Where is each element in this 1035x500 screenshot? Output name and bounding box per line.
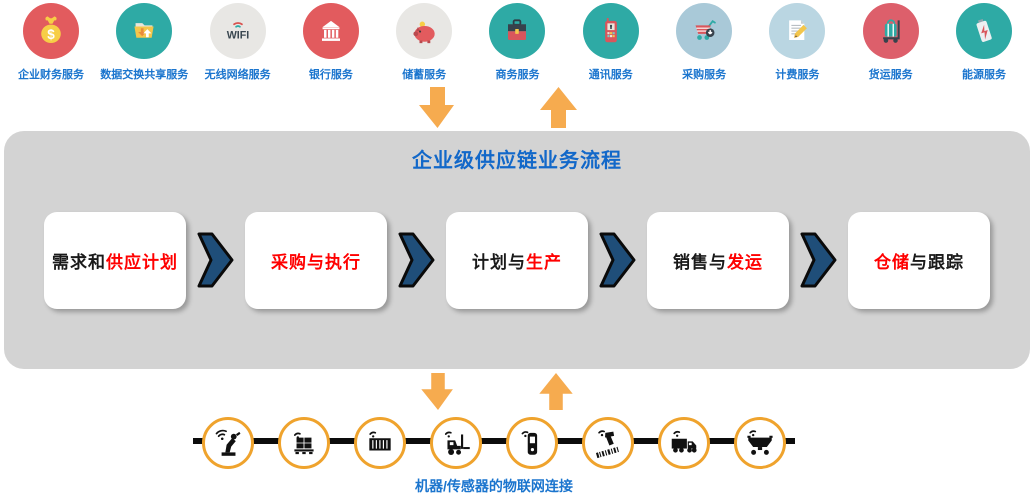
service-label: 储蓄服务 bbox=[402, 69, 447, 81]
arrow-up-top-icon bbox=[540, 87, 577, 128]
barcode-scanner-icon bbox=[582, 417, 634, 469]
service-savings: 储蓄服务 bbox=[379, 3, 469, 82]
box-text-highlight: 供应计划 bbox=[106, 252, 178, 272]
service-label: 通讯服务 bbox=[588, 69, 633, 81]
process-panel: 企业级供应链业务流程 需求和供应计划 采购与执行 计划与生产 销售与发运 仓储与… bbox=[4, 131, 1030, 369]
handheld-terminal-icon bbox=[506, 417, 558, 469]
box-text: 与跟踪 bbox=[910, 252, 964, 272]
process-box-sales-shipping: 销售与发运 bbox=[647, 211, 789, 309]
hopper-wagon-icon bbox=[734, 417, 786, 469]
device-chain-caption: 机器/传感器的物联网连接 bbox=[415, 478, 573, 494]
piggy-bank-icon bbox=[396, 3, 453, 59]
service-label: 无线网络服务 bbox=[204, 69, 271, 81]
pallet-icon bbox=[278, 417, 330, 469]
box-text: 计划与 bbox=[472, 252, 526, 272]
service-data-exchange: 数据交换共享服务 bbox=[99, 3, 189, 82]
svg-text:WIFI: WIFI bbox=[226, 29, 249, 41]
device-chain-line bbox=[193, 438, 795, 444]
svg-text:$: $ bbox=[47, 27, 55, 42]
service-billing: 计费服务 bbox=[752, 3, 842, 82]
forklift-icon bbox=[430, 417, 482, 469]
battery-icon bbox=[955, 3, 1012, 59]
truck-icon bbox=[658, 417, 710, 469]
arrow-up-bottom-icon bbox=[539, 373, 573, 410]
box-text: 需求和 bbox=[52, 252, 106, 272]
robot-arm-icon bbox=[202, 417, 254, 469]
folder-transfer-icon bbox=[116, 3, 173, 59]
service-finance: $ 企业财务服务 bbox=[6, 3, 96, 82]
chevron-arrow-icon bbox=[397, 231, 437, 289]
service-wireless: WIFI 无线网络服务 bbox=[193, 3, 283, 82]
service-telecom: 通讯服务 bbox=[566, 3, 656, 82]
container-icon bbox=[354, 417, 406, 469]
box-text-highlight: 发运 bbox=[727, 252, 763, 272]
process-box-procurement-execution: 采购与执行 bbox=[245, 211, 387, 309]
process-box-demand-supply-planning: 需求和供应计划 bbox=[44, 211, 186, 309]
box-text-highlight: 生产 bbox=[526, 252, 562, 272]
service-label: 采购服务 bbox=[682, 69, 727, 81]
service-procurement: 采购服务 bbox=[659, 3, 749, 82]
service-bank: 银行服务 bbox=[286, 3, 376, 82]
box-text: 销售与 bbox=[673, 252, 727, 272]
bank-icon bbox=[302, 3, 359, 59]
service-business: 商务服务 bbox=[472, 3, 562, 82]
luggage-cart-icon bbox=[862, 3, 919, 59]
service-label: 企业财务服务 bbox=[18, 69, 84, 81]
panel-title: 企业级供应链业务流程 bbox=[412, 150, 622, 172]
service-freight: 货运服务 bbox=[846, 3, 936, 82]
briefcase-icon bbox=[489, 3, 546, 59]
service-label: 数据交换共享服务 bbox=[100, 69, 189, 81]
arrow-down-bottom-icon bbox=[421, 373, 455, 410]
service-label: 能源服务 bbox=[961, 69, 1006, 81]
arrow-down-top-icon bbox=[419, 87, 456, 128]
device-chain bbox=[202, 417, 786, 469]
chevron-arrow-icon bbox=[196, 231, 236, 289]
service-label: 商务服务 bbox=[495, 69, 540, 81]
service-label: 货运服务 bbox=[868, 69, 913, 81]
money-bag-icon: $ bbox=[23, 3, 79, 59]
process-box-planning-production: 计划与生产 bbox=[446, 211, 588, 309]
document-pencil-icon bbox=[769, 3, 826, 59]
service-label: 银行服务 bbox=[308, 69, 353, 81]
chevron-arrow-icon bbox=[598, 231, 638, 289]
process-box-warehouse-tracking: 仓储与跟踪 bbox=[848, 211, 990, 309]
process-flow: 需求和供应计划 采购与执行 计划与生产 销售与发运 仓储与跟踪 bbox=[44, 211, 990, 309]
service-icon-row: $ 企业财务服务 数据交换共享服务 WIFI 无线网络服务 bbox=[0, 3, 1035, 82]
service-label: 计费服务 bbox=[775, 69, 820, 81]
service-energy: 能源服务 bbox=[939, 3, 1029, 82]
wifi-icon: WIFI bbox=[209, 3, 266, 59]
chevron-arrow-icon bbox=[799, 231, 839, 289]
box-text-highlight: 仓储 bbox=[874, 252, 910, 272]
box-text-highlight: 采购与执行 bbox=[271, 252, 361, 272]
mobile-phone-icon bbox=[582, 3, 639, 59]
shopping-cart-icon bbox=[676, 3, 733, 59]
